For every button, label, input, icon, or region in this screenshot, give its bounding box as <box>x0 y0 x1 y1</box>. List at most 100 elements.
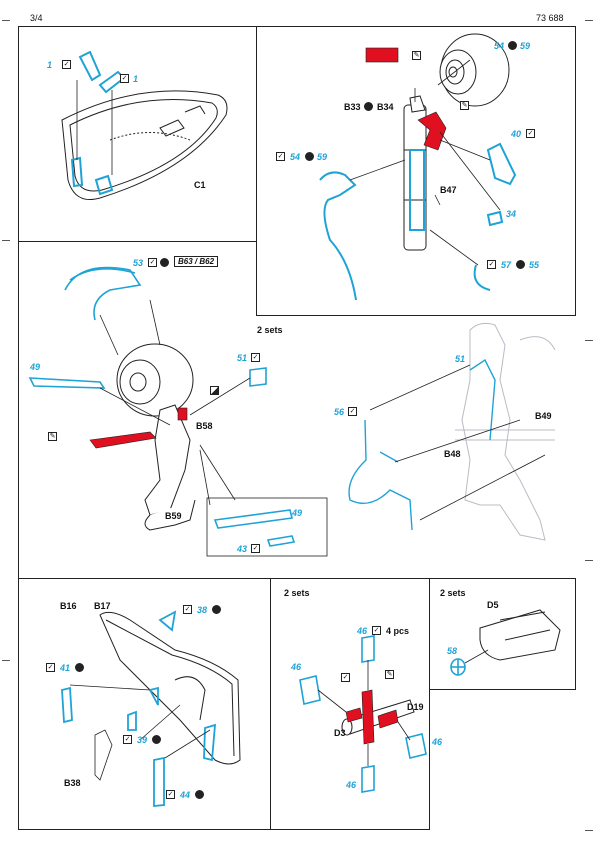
part-number-40: 40 <box>511 129 522 139</box>
page-number: 3/4 <box>30 13 43 23</box>
glue-icon <box>305 152 314 161</box>
part-number-49b: 49 <box>292 508 303 518</box>
part-label-b34: B34 <box>377 102 394 112</box>
fold-icon: ✓ <box>487 260 496 269</box>
fold-icon: ✓ <box>372 626 381 635</box>
panel-main-gear-strut <box>256 26 576 316</box>
tube-leader-lines <box>317 660 411 766</box>
part-label-b49: B49 <box>535 411 552 421</box>
fold-icon: ✓ <box>46 663 55 672</box>
crop-mark <box>585 830 593 831</box>
gear-bay-leader-lines <box>69 684 211 781</box>
drop-tank-drawing <box>479 609 561 661</box>
fold-icon: ✓ <box>341 673 350 682</box>
part-number-44: 44 <box>180 790 191 800</box>
part-label-b47: B47 <box>440 185 457 195</box>
crop-mark <box>2 240 10 241</box>
part-number-56: 56 <box>334 407 345 417</box>
part-label-b48: B48 <box>444 449 461 459</box>
part-number-39: 39 <box>137 735 148 745</box>
part-number-55: 55 <box>529 260 540 270</box>
strut-red-parts <box>365 47 447 151</box>
part-label-c1: C1 <box>194 180 206 190</box>
crop-mark <box>2 20 10 21</box>
crop-mark <box>585 560 593 561</box>
part-label-b16: B16 <box>60 601 77 611</box>
glue-icon <box>508 41 517 50</box>
drop-tank-leader <box>464 649 489 664</box>
fold-icon: ✓ <box>251 353 260 362</box>
two-sets-label: 2 sets <box>440 588 466 598</box>
fold-icon: ✓ <box>62 60 71 69</box>
part-number-51: 51 <box>237 353 248 363</box>
crop-mark <box>585 20 593 21</box>
part-label-b38: B38 <box>64 778 81 788</box>
part-label-d19: D19 <box>407 702 424 712</box>
part-label-b17: B17 <box>94 601 111 611</box>
fold-icon: ✓ <box>123 735 132 744</box>
panel-drop-tank <box>429 578 576 690</box>
part-number-54: 54 <box>494 41 505 51</box>
part-label-b59: B59 <box>165 511 182 521</box>
fold-icon: ✓ <box>276 152 285 161</box>
glue-icon <box>195 790 204 799</box>
two-sets-label: 2 sets <box>257 325 283 335</box>
part-number-34: 34 <box>506 209 517 219</box>
glue-icon <box>516 260 525 269</box>
glue-icon <box>364 102 373 111</box>
gear-etch-parts <box>28 266 296 547</box>
fold-icon: ✓ <box>120 74 129 83</box>
glue-icon <box>160 258 169 267</box>
part-number-46d: 46 <box>346 780 357 790</box>
canopy-drawing <box>61 90 228 200</box>
part-number-51b: 51 <box>455 354 466 364</box>
fold-icon: ✓ <box>148 258 157 267</box>
part-number-54b: 54 <box>290 152 301 162</box>
tube-etch-parts <box>299 635 427 793</box>
part-label-d5: D5 <box>487 600 499 610</box>
part-number-1b: 1 <box>133 74 139 84</box>
part-number-46c: 46 <box>432 737 443 747</box>
part-number-59: 59 <box>520 41 531 51</box>
paint-icon: ✎ <box>48 432 57 441</box>
ghost-gear-etch <box>348 358 496 531</box>
part-number-53: 53 <box>133 258 144 268</box>
ghost-leader-lines <box>369 364 546 521</box>
gear-leg-drawing <box>116 343 196 531</box>
fold-icon: ✓ <box>166 790 175 799</box>
fold-icon: ✓ <box>526 129 535 138</box>
glue-icon <box>152 735 161 744</box>
crop-mark <box>2 660 10 661</box>
gear-bay-etch <box>61 610 217 807</box>
product-code: 73 688 <box>536 13 564 23</box>
canopy-etch-parts <box>70 50 126 196</box>
drop-tank-etch <box>450 658 466 676</box>
main-wheel-drawing <box>439 33 510 107</box>
strut-etch-parts <box>319 142 517 301</box>
glue-icon <box>75 663 84 672</box>
part-number-1a: 1 <box>47 60 53 70</box>
part-number-46b: 46 <box>291 662 302 672</box>
part-number-38: 38 <box>197 605 208 615</box>
gear-leader-lines <box>99 299 328 557</box>
paint-icon: ✎ <box>385 670 394 679</box>
part-number-59b: 59 <box>317 152 328 162</box>
part-label-b33: B33 <box>344 102 361 112</box>
part-number-46a: 46 <box>357 626 368 636</box>
part-label-d3: D3 <box>334 728 346 738</box>
part-number-58: 58 <box>447 646 458 656</box>
two-sets-label: 2 sets <box>284 588 310 598</box>
paint-icon: ✎ <box>460 101 469 110</box>
glue-icon <box>212 605 221 614</box>
part-number-57: 57 <box>501 260 512 270</box>
gear-bay-drawing <box>99 611 241 765</box>
gear-red-parts <box>89 407 188 449</box>
remove-icon <box>210 386 219 395</box>
part-number-49: 49 <box>30 362 41 372</box>
strut-leader-lines <box>349 59 501 266</box>
fold-icon: ✓ <box>348 407 357 416</box>
quantity-label: 4 pcs <box>386 626 410 636</box>
fold-icon: ✓ <box>251 544 260 553</box>
crop-mark <box>585 340 593 341</box>
